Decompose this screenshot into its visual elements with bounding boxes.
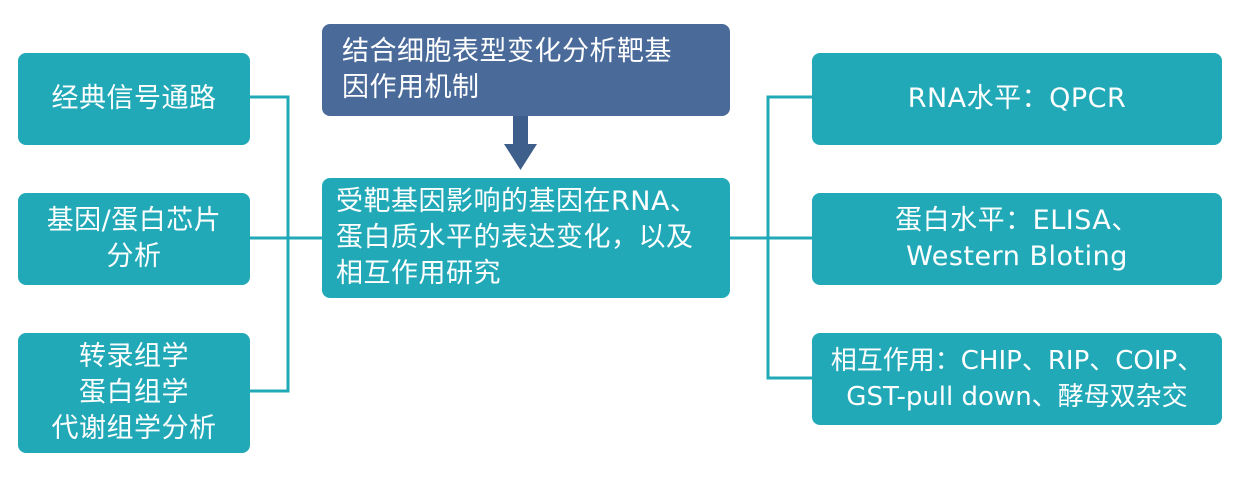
top-box-mechanism: 结合细胞表型变化分析靶基 因作用机制 (322, 24, 730, 116)
left-box-1-text: 经典信号通路 (51, 83, 217, 114)
down-arrow-shaft (513, 116, 528, 146)
left-box-chip-analysis: 基因/蛋白芯片 分析 (18, 193, 250, 285)
right-box-interaction: 相互作用：CHIP、RIP、COIP、 GST-pull down、酵母双杂交 (812, 333, 1222, 425)
top-box-text: 结合细胞表型变化分析靶基 因作用机制 (342, 36, 672, 103)
right-box-1-text: RNA水平：QPCR (907, 83, 1127, 114)
left-box-signaling-pathway: 经典信号通路 (18, 53, 250, 145)
left-box-omics-analysis: 转录组学 蛋白组学 代谢组学分析 (18, 333, 250, 453)
center-box-text: 受靶基因影响的基因在RNA、 蛋白质水平的表达变化，以及 相互作用研究 (336, 186, 698, 289)
right-box-rna-level: RNA水平：QPCR (812, 53, 1222, 145)
right-box-protein-level: 蛋白水平：ELISA、 Western Bloting (812, 193, 1222, 285)
right-box-2-text: 蛋白水平：ELISA、 Western Bloting (895, 205, 1139, 272)
center-box-expression-study: 受靶基因影响的基因在RNA、 蛋白质水平的表达变化，以及 相互作用研究 (322, 178, 730, 298)
right-box-3-text: 相互作用：CHIP、RIP、COIP、 GST-pull down、酵母双杂交 (830, 346, 1204, 412)
left-bracket-line (250, 95, 290, 393)
left-box-3-text: 转录组学 蛋白组学 代谢组学分析 (51, 341, 217, 444)
down-arrow-head (504, 144, 537, 170)
left-box-2-text: 基因/蛋白芯片 分析 (46, 205, 222, 272)
